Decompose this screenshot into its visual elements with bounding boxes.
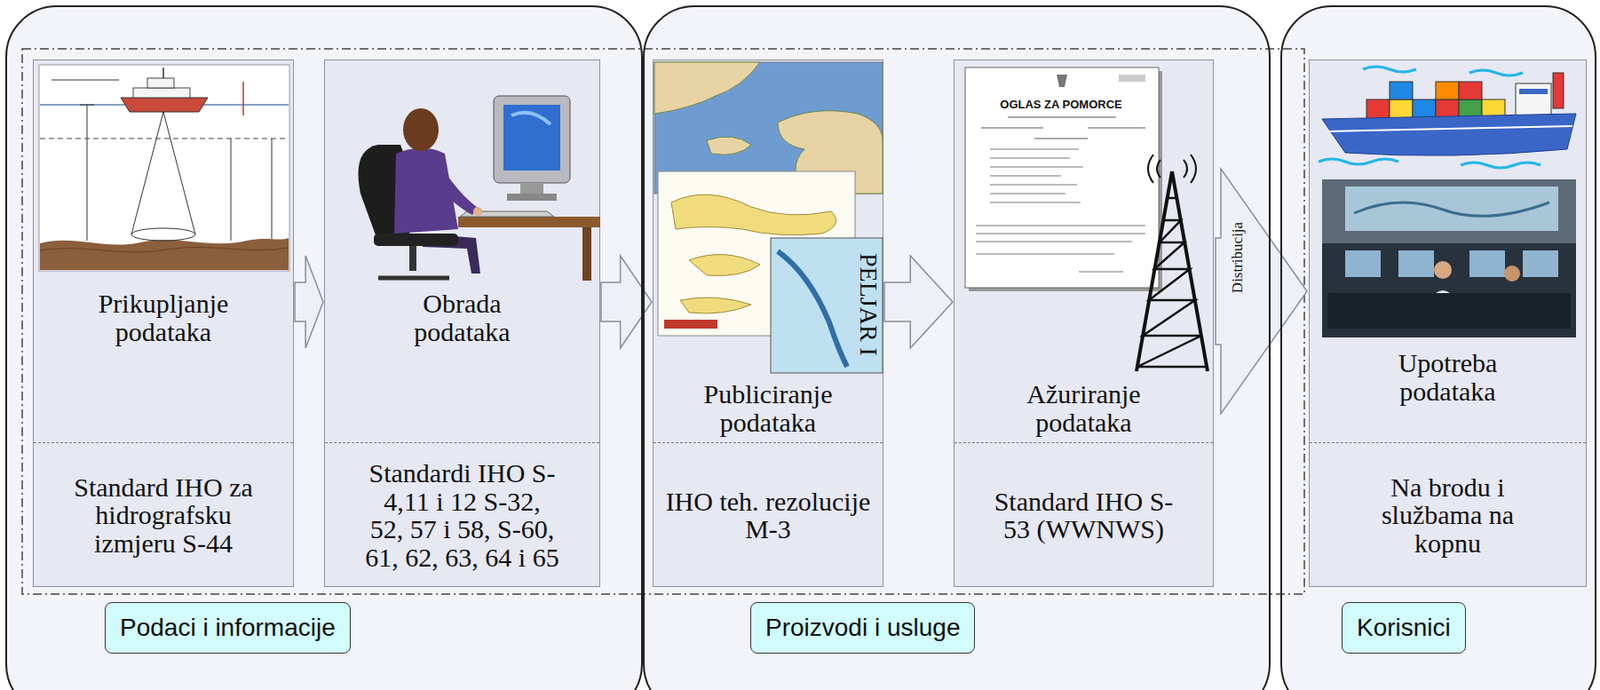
divider-line [954, 442, 1213, 444]
users-illustration [1309, 60, 1588, 345]
charts-illustration [653, 60, 885, 381]
standard-text: Standard IHO S-53 (WWNWS) [986, 487, 1182, 544]
region-label: Podaci i informacije [104, 601, 351, 654]
standards-area: Standard IHO za hidrografsku izmjeru S-4… [33, 443, 294, 587]
group-region: Korisnici Na brodu i službama na kopnu Up… [1280, 5, 1597, 690]
region-ground [642, 5, 1271, 690]
scope-frame [22, 48, 1305, 595]
standards-area: Standardi IHO S-4,11 i 12 S-32, 52, 57 i… [324, 443, 600, 587]
standard-text: Na brodu i službama na kopnu [1359, 473, 1537, 558]
region-ground [5, 5, 643, 690]
process-panel: Standard IHO S-53 (WWNWS) Ažuriranje poda… [953, 59, 1214, 587]
region-label: Korisnici [1341, 601, 1466, 654]
group-region: Podaci i informacije Standard IHO za hid… [5, 5, 643, 690]
step-title: Ažuriranje podataka [999, 380, 1169, 436]
region-ground [1280, 5, 1597, 690]
process-panel: Standardi IHO S-4,11 i 12 S-32, 52, 57 i… [324, 59, 601, 587]
standard-text: IHO teh. rezolucije M-3 [661, 487, 875, 544]
group-region: Proizvodi i usluge IHO teh. rezolucije M… [642, 5, 1271, 690]
step-title: Publiciranje podataka [683, 380, 853, 436]
step-title: Obrada podataka [378, 289, 547, 346]
divider-line [1309, 442, 1586, 444]
flow-arrow [884, 255, 953, 349]
standard-text: Standardi IHO S-4,11 i 12 S-32, 52, 57 i… [364, 459, 561, 571]
flow-arrow [1215, 168, 1307, 414]
step-title: Prikupljanje podataka [79, 289, 248, 346]
standard-text: Standard IHO za hidrografsku izmjeru S-4… [72, 473, 255, 558]
survey-illustration [33, 60, 295, 278]
book-title: PELJAR I [854, 253, 883, 357]
flow-arrow [294, 255, 324, 349]
standards-area: IHO teh. rezolucije M-3 [653, 443, 883, 587]
edge-label: Distribucija [1228, 220, 1247, 295]
operator-illustration [324, 60, 602, 287]
region-label: Proizvodi i usluge [750, 601, 975, 654]
step-title: Upotreba podataka [1363, 348, 1533, 405]
standards-area: Standard IHO S-53 (WWNWS) [954, 443, 1213, 587]
divider-line [33, 442, 294, 444]
standards-area: Na brodu i službama na kopnu [1309, 443, 1586, 587]
divider-line [653, 442, 883, 444]
process-panel: Standard IHO za hidrografsku izmjeru S-4… [32, 59, 294, 587]
divider-line [324, 442, 600, 444]
process-panel: Na brodu i službama na kopnu Upotreba pod… [1308, 59, 1587, 587]
process-panel: IHO teh. rezolucije M-3 Publiciranje poda… [652, 59, 884, 587]
document-heading: OGLAS ZA POMORCE [999, 97, 1122, 111]
